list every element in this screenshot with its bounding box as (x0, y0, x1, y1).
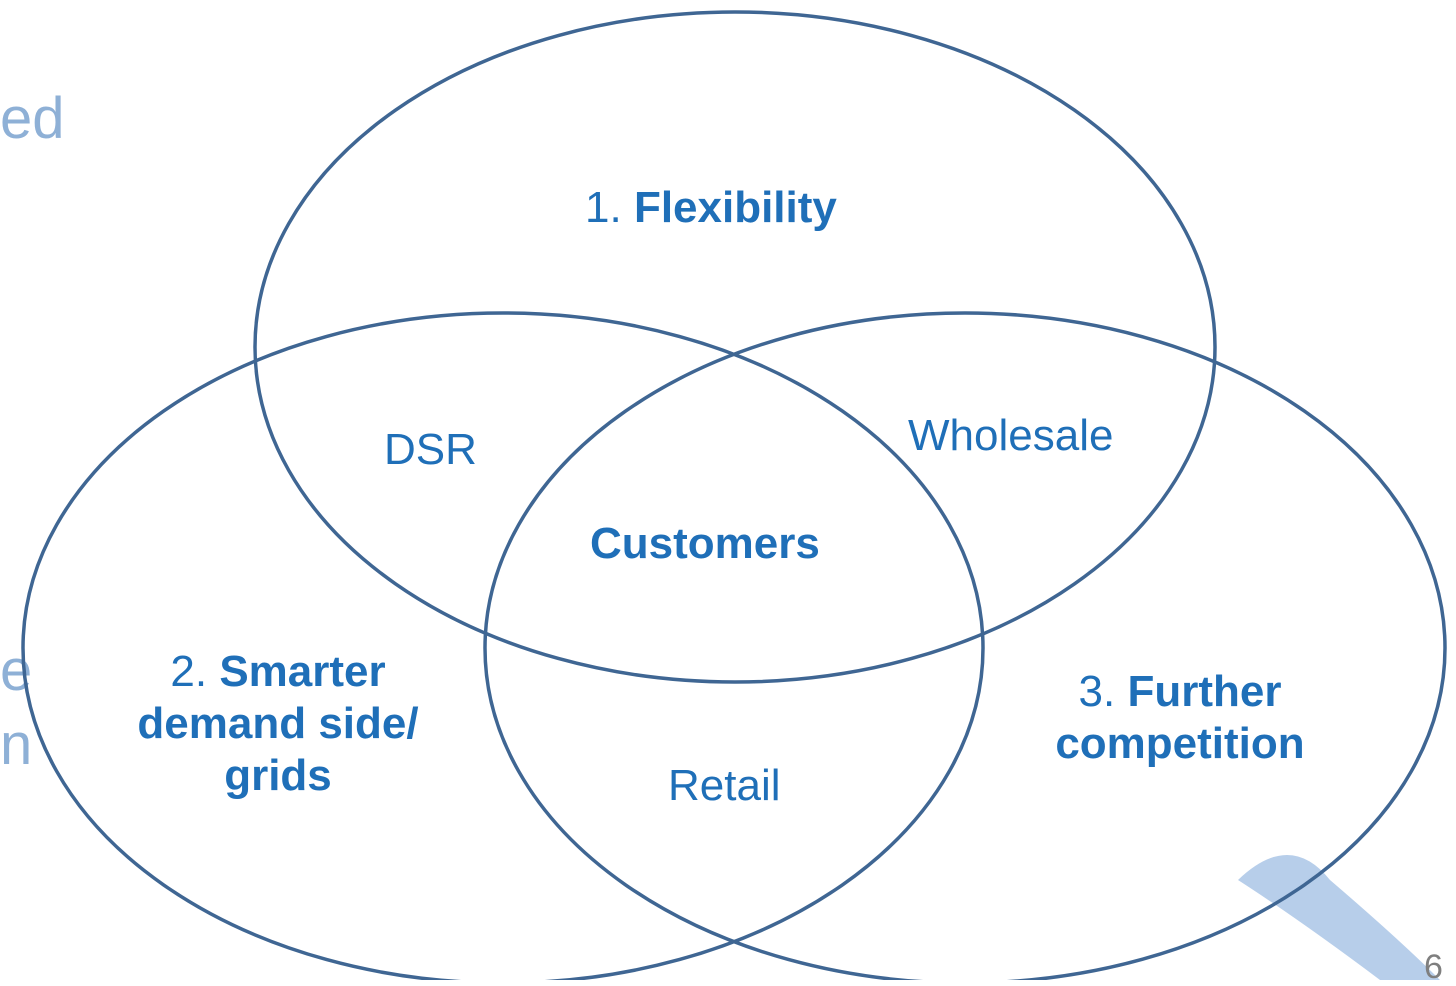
set-number: 2. (170, 647, 208, 696)
intersection-label-wholesale: Wholesale (908, 411, 1114, 460)
intersection-label-retail: Retail (668, 761, 781, 810)
set-name: Further (1127, 667, 1282, 716)
page-number: 6 (1424, 948, 1443, 986)
swoosh-decoration (1238, 855, 1440, 980)
intersection-label-customers: Customers (590, 518, 820, 570)
set-number: 3. (1078, 667, 1116, 716)
background-text-fragment: ed (0, 86, 65, 151)
intersection-label-dsr: DSR (384, 425, 477, 474)
center-label: Customers (590, 519, 820, 568)
set-name: Flexibility (633, 183, 837, 232)
set-label-flexibility: 1. Flexibility (585, 182, 837, 234)
set-name: competition (1055, 719, 1305, 768)
set-name: demand side/ (137, 699, 419, 748)
circle-smarter-demand (21, 311, 985, 980)
circle-flexibility (253, 10, 1217, 684)
set-label-line: 3. Further (1010, 666, 1350, 718)
set-name: grids (224, 751, 332, 800)
set-name: Smarter (219, 647, 386, 696)
set-number: 1. (585, 183, 622, 232)
set-label-line: demand side/ (98, 698, 458, 750)
set-label-line: competition (1010, 718, 1350, 770)
set-label-smarter-demand: 2. Smarter demand side/ grids (98, 646, 458, 802)
set-label-further-competition: 3. Further competition (1010, 666, 1350, 770)
background-text-fragment: n (0, 712, 33, 777)
circle-further-competition (483, 311, 1447, 980)
set-label-line: 2. Smarter (98, 646, 458, 698)
set-label-line: grids (98, 750, 458, 802)
